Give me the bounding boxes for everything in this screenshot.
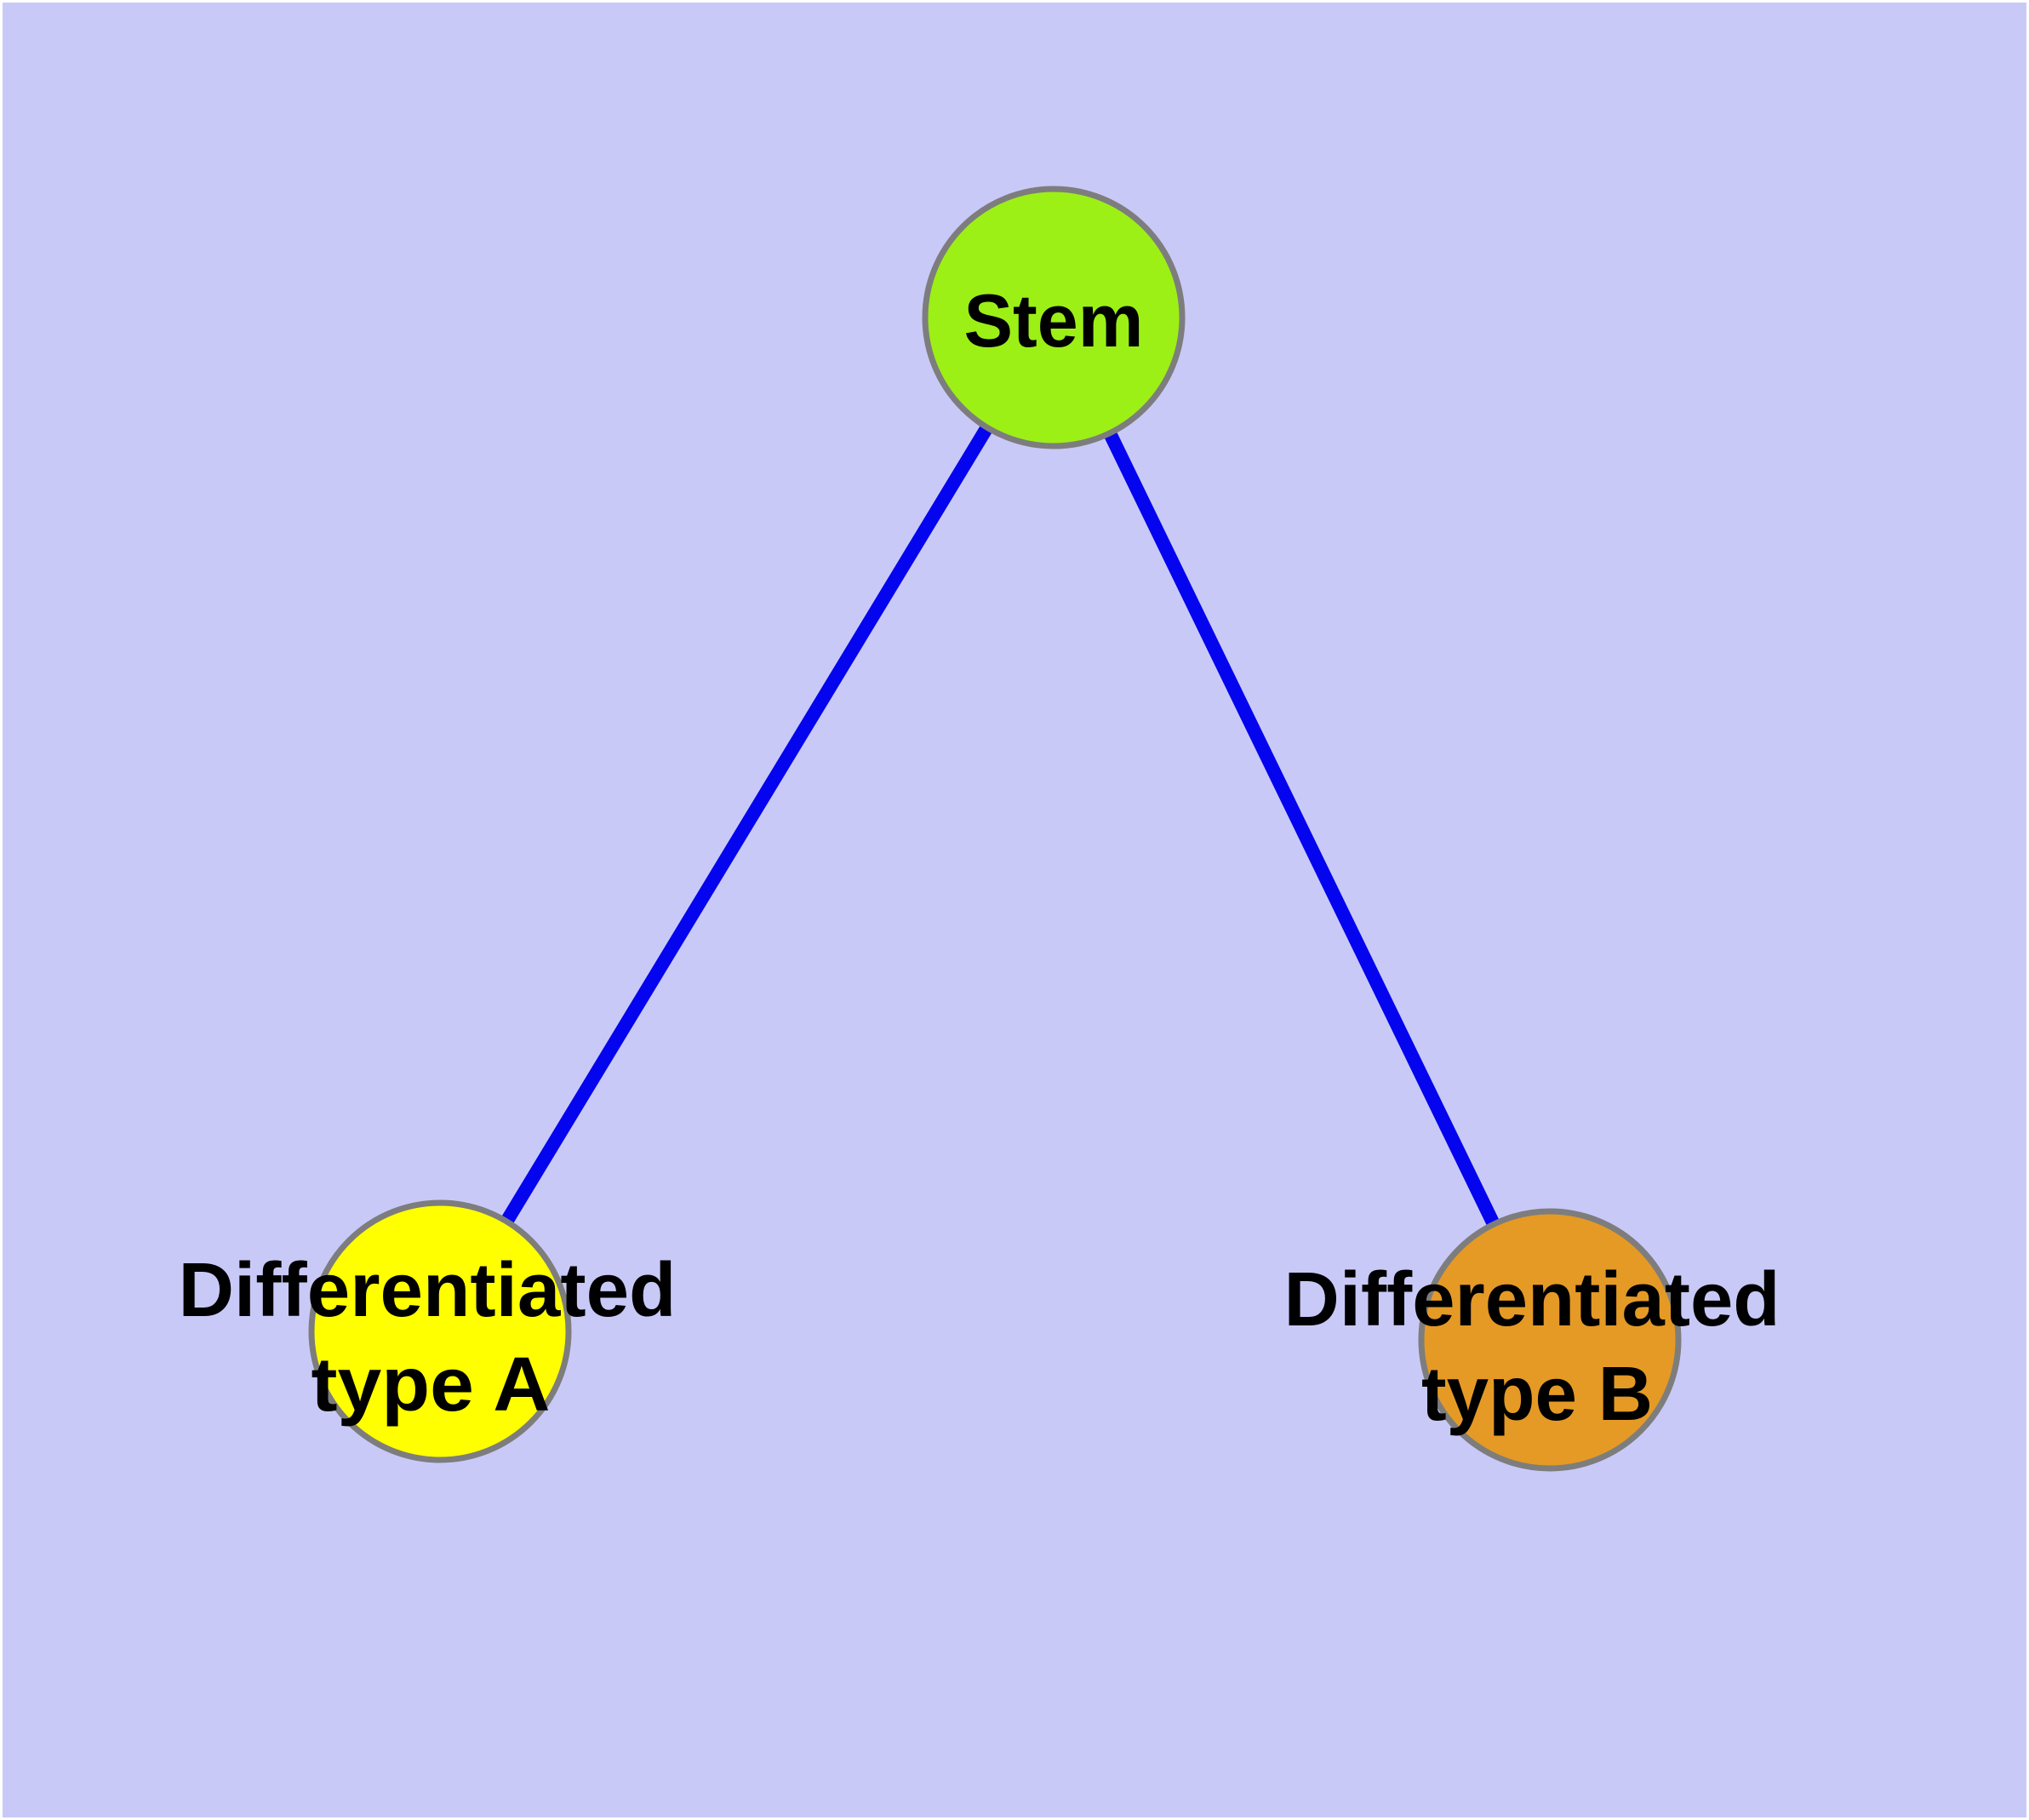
label-stem-line-1: Stem (964, 278, 1144, 363)
label-differentiated-type-b-line-2: type B (1421, 1352, 1653, 1437)
node-differentiated-type-a (308, 1199, 572, 1463)
label-differentiated-type-b-line-1: Differentiated (1284, 1257, 1780, 1342)
label-differentiated-type-a-line-1: Differentiated (179, 1248, 677, 1333)
node-differentiated-type-b (1418, 1208, 1682, 1472)
node-stem (922, 186, 1186, 449)
label-differentiated-type-a-line-2: type A (311, 1342, 551, 1428)
edge-stem-to-type-b (1047, 314, 1557, 1343)
edge-stem-to-type-a (434, 313, 1060, 1336)
